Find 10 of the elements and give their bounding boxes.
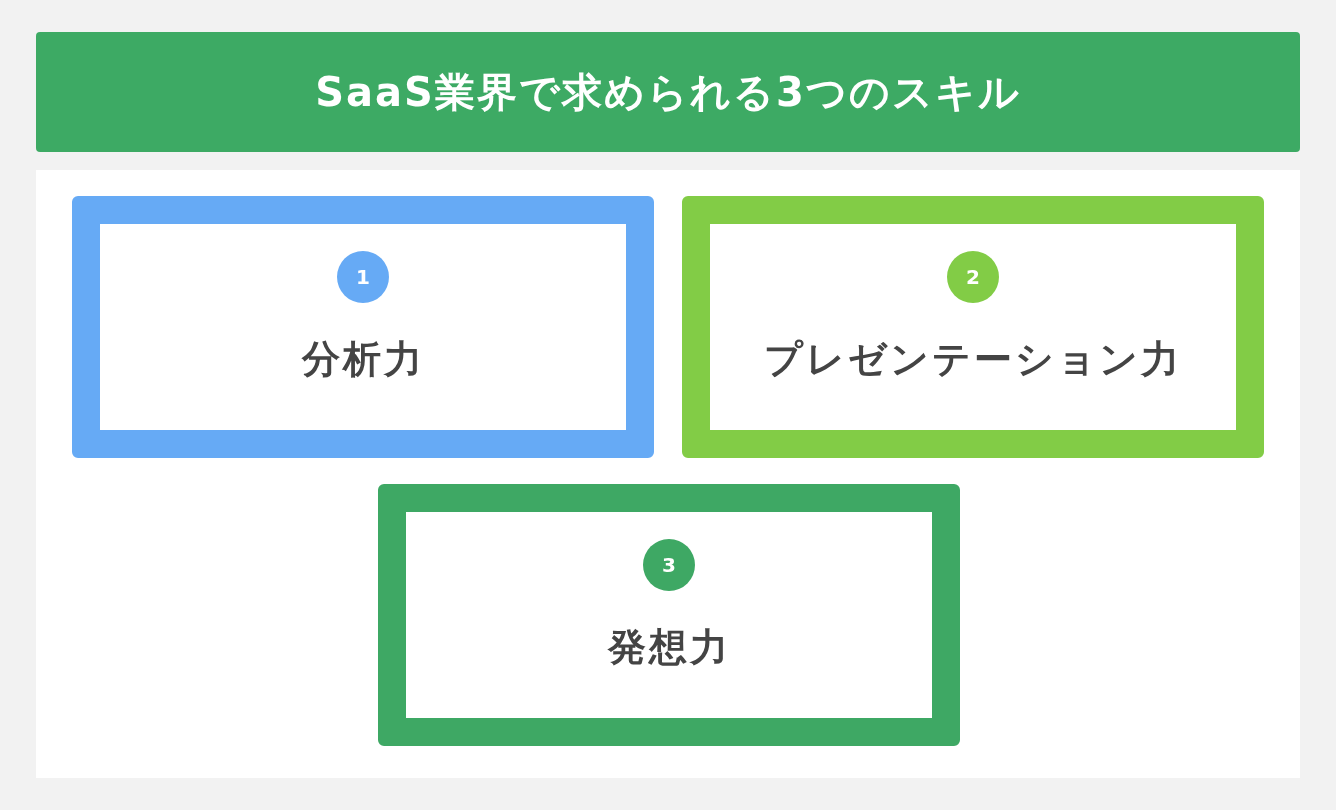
number-badge: 1 [337, 251, 389, 303]
skill-label: 分析力 [300, 336, 426, 383]
skill-box [682, 196, 1264, 458]
skill-box [378, 484, 960, 746]
skill-label: 発想力 [606, 624, 732, 671]
number-badge: 2 [947, 251, 999, 303]
title-text: SaaS業界で求められる3つのスキル [315, 67, 1021, 117]
number-badge: 3 [643, 539, 695, 591]
skill-label: プレゼンテーション力 [763, 336, 1183, 383]
skill-box [72, 196, 654, 458]
